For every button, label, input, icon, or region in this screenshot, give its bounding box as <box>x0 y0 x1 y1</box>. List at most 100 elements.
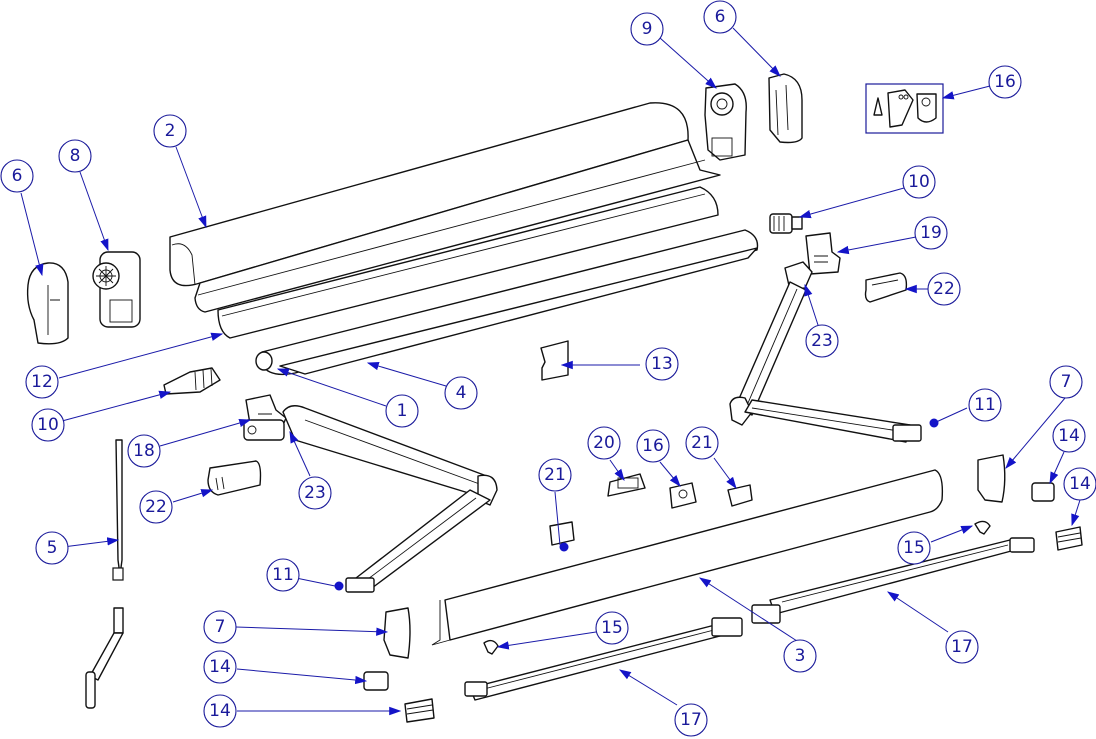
arm-cover-left <box>207 460 262 496</box>
callout-label: 14 <box>1058 426 1080 446</box>
callout-11-left[interactable]: 11 <box>266 558 300 592</box>
callout-2[interactable]: 2 <box>153 114 187 148</box>
arm-left <box>243 394 498 593</box>
callout-label: 11 <box>974 395 996 415</box>
leader-lines <box>20 27 1081 716</box>
callout-10-right[interactable]: 10 <box>902 165 936 199</box>
pointer-dot-11-left <box>334 581 344 591</box>
leg-holder-left <box>363 671 389 691</box>
callout-18[interactable]: 18 <box>127 434 161 468</box>
callout-label: 10 <box>37 415 59 435</box>
callout-label: 15 <box>903 538 925 558</box>
callout-7-right[interactable]: 7 <box>1049 365 1083 399</box>
rail-insert-left <box>404 698 435 723</box>
callout-14-left-insert[interactable]: 14 <box>203 694 237 728</box>
callout-6-right[interactable]: 6 <box>703 0 737 34</box>
roller-plug-right <box>769 213 803 234</box>
callout-label: 5 <box>47 538 58 558</box>
callout-14-right-insert[interactable]: 14 <box>1063 467 1096 501</box>
callout-label: 6 <box>715 7 726 27</box>
fixing-block-16 <box>669 482 697 509</box>
callout-21-right[interactable]: 21 <box>685 426 719 460</box>
callout-label: 18 <box>133 441 155 461</box>
callout-label: 1 <box>397 401 408 421</box>
callout-label: 3 <box>795 646 806 666</box>
callout-19[interactable]: 19 <box>914 216 948 250</box>
callout-16-block[interactable]: 16 <box>636 429 670 463</box>
end-cap-right <box>768 73 803 144</box>
callout-label: 23 <box>304 483 326 503</box>
callout-8[interactable]: 8 <box>58 139 92 173</box>
roller-tube-with-fabric <box>255 229 759 376</box>
callout-label: 21 <box>544 465 566 485</box>
callout-14-left-holder[interactable]: 14 <box>203 650 237 684</box>
callout-16-inset[interactable]: 16 <box>988 65 1022 99</box>
rear-profile <box>217 186 719 339</box>
callout-label: 4 <box>456 383 467 403</box>
callout-label: 16 <box>994 72 1016 92</box>
knob-right <box>974 520 991 535</box>
callout-label: 2 <box>165 121 176 141</box>
callout-11-right[interactable]: 11 <box>968 388 1002 422</box>
pointer-dot-11-right <box>929 418 939 428</box>
callout-label: 17 <box>951 637 973 657</box>
callout-label: 19 <box>920 223 942 243</box>
callout-23-left[interactable]: 23 <box>298 476 332 510</box>
callout-label: 22 <box>933 279 955 299</box>
pointer-dot-21-left <box>559 542 569 552</box>
callout-15-right[interactable]: 15 <box>897 531 931 565</box>
leg-holder-right <box>1031 482 1055 502</box>
callout-5[interactable]: 5 <box>35 531 69 565</box>
callout-3[interactable]: 3 <box>783 639 817 673</box>
end-cap-left <box>26 262 69 345</box>
callout-label: 7 <box>1061 372 1072 392</box>
callout-7-left[interactable]: 7 <box>203 610 237 644</box>
callout-label: 9 <box>642 19 653 39</box>
callout-17-right[interactable]: 17 <box>945 630 979 664</box>
callout-12[interactable]: 12 <box>25 365 59 399</box>
leg-clip-21-right <box>727 484 753 507</box>
roller-drive-left <box>163 367 221 395</box>
callout-17-left[interactable]: 17 <box>674 703 708 737</box>
callout-label: 14 <box>209 701 231 721</box>
callout-label: 13 <box>651 354 673 374</box>
knob-left <box>483 639 499 655</box>
callout-label: 14 <box>1069 474 1091 494</box>
callout-label: 15 <box>601 618 623 638</box>
callout-6-left[interactable]: 6 <box>0 159 34 193</box>
end-bracket-right <box>704 83 747 161</box>
callout-label: 14 <box>209 657 231 677</box>
callout-23-right[interactable]: 23 <box>805 324 839 358</box>
lead-rail-end-cap-right <box>977 454 1006 503</box>
callout-1[interactable]: 1 <box>385 394 419 428</box>
callout-label: 6 <box>12 166 23 186</box>
callout-label: 11 <box>272 565 294 585</box>
callout-20[interactable]: 20 <box>587 426 621 460</box>
callout-label: 7 <box>215 617 226 637</box>
rail-insert-right <box>1055 526 1083 551</box>
lead-rail-end-cap-left <box>383 607 411 659</box>
callout-4[interactable]: 4 <box>444 376 478 410</box>
arm-cover-right <box>864 272 908 303</box>
callout-14-right-holder[interactable]: 14 <box>1052 419 1086 453</box>
callout-label: 20 <box>593 433 615 453</box>
arm-right <box>729 232 922 443</box>
callout-13[interactable]: 13 <box>645 347 679 381</box>
support-leg-left <box>464 617 743 701</box>
callout-9[interactable]: 9 <box>630 12 664 46</box>
leg-clip-21-left <box>549 521 575 546</box>
callout-label: 8 <box>70 146 81 166</box>
gear-box-left <box>92 251 141 328</box>
callout-label: 23 <box>811 331 833 351</box>
fixing-kit-inset <box>865 83 944 134</box>
callout-15-left[interactable]: 15 <box>595 611 629 645</box>
callout-22-left[interactable]: 22 <box>139 490 173 524</box>
callout-label: 21 <box>691 433 713 453</box>
callout-label: 10 <box>908 172 930 192</box>
callout-21-left[interactable]: 21 <box>538 458 572 492</box>
lead-rail <box>431 469 944 646</box>
callout-22-right[interactable]: 22 <box>927 272 961 306</box>
callout-10-left[interactable]: 10 <box>31 408 65 442</box>
crank-handle <box>85 439 124 709</box>
clip-20 <box>607 473 646 497</box>
